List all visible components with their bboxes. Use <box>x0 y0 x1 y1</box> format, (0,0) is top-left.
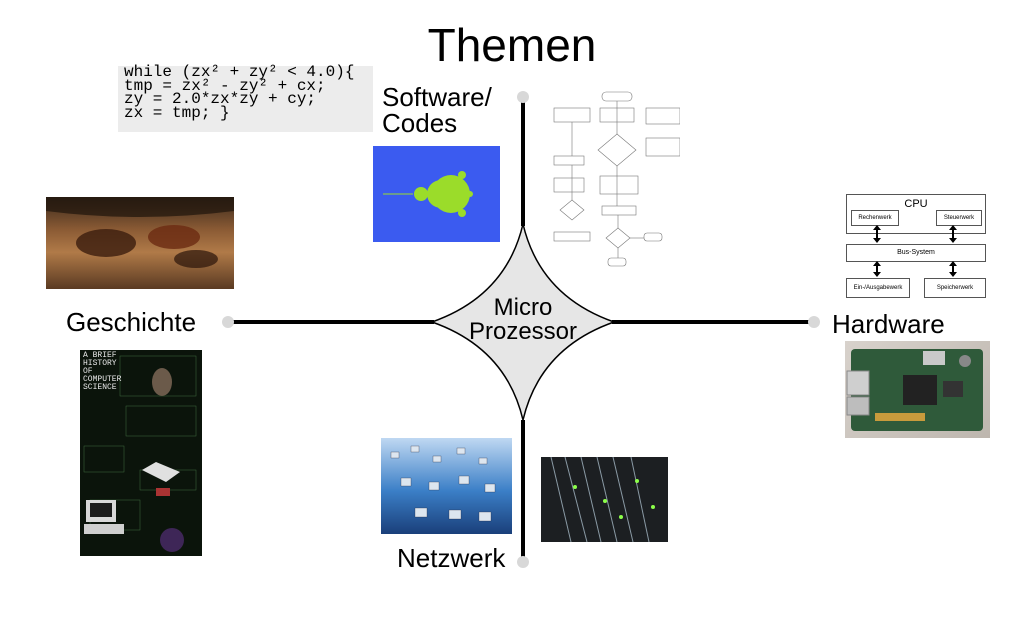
label-geschichte: Geschichte <box>66 307 197 337</box>
axis-end-right <box>808 316 820 328</box>
axis-end-bottom <box>517 556 529 568</box>
center-label-line1: Micro <box>493 294 553 321</box>
label-software-line2: Codes <box>382 108 458 138</box>
rechenwerk-box: Rechenwerk <box>851 210 899 226</box>
mandelbrot-image <box>373 146 500 242</box>
io-box: Ein-/Ausgabewerk <box>846 278 910 298</box>
cpu-label: CPU <box>904 198 928 210</box>
label-hardware: Hardware <box>832 309 945 339</box>
center-label: Micro Prozessor <box>440 296 606 344</box>
cave-painting-image <box>46 197 234 289</box>
axis-end-top <box>517 91 529 103</box>
code-line: zy = 2.0*zx*zy + cy; <box>124 90 317 108</box>
computer-history-poster: A BRIEF HISTORY OF COMPUTER SCIENCE <box>80 350 202 556</box>
label-netzwerk: Netzwerk <box>397 543 506 573</box>
server-rack-photo <box>541 457 668 542</box>
label-software-line1: Software/ <box>382 82 492 112</box>
axis-end-left <box>222 316 234 328</box>
flowchart-image <box>550 88 680 278</box>
center-label-line2: Prozessor <box>468 318 578 345</box>
poster-title: A BRIEF HISTORY OF COMPUTER SCIENCE <box>83 351 122 392</box>
circuit-board-photo <box>845 341 990 438</box>
code-line: tmp = zx² - zy² + cx; <box>124 76 326 95</box>
label-software: Software/ Codes <box>382 84 492 136</box>
bus-system-box: Bus-System <box>846 244 986 262</box>
cpu-block-diagram: CPU Rechenwerk Steuerwerk Bus-System Ein… <box>846 194 986 300</box>
speicherwerk-box: Speicherwerk <box>924 278 986 298</box>
steuerwerk-box: Steuerwerk <box>936 210 982 226</box>
cpu-arrows <box>873 225 957 277</box>
code-snippet: while (zx² + zy² < 4.0){ tmp = zx² - zy²… <box>118 63 373 132</box>
center-diamond <box>429 223 617 421</box>
code-line: zx = tmp; } <box>124 103 230 122</box>
code-line: while (zx² + zy² < 4.0){ <box>124 63 355 81</box>
page-title: Themen <box>427 19 597 71</box>
network-visualization-image <box>381 438 512 534</box>
